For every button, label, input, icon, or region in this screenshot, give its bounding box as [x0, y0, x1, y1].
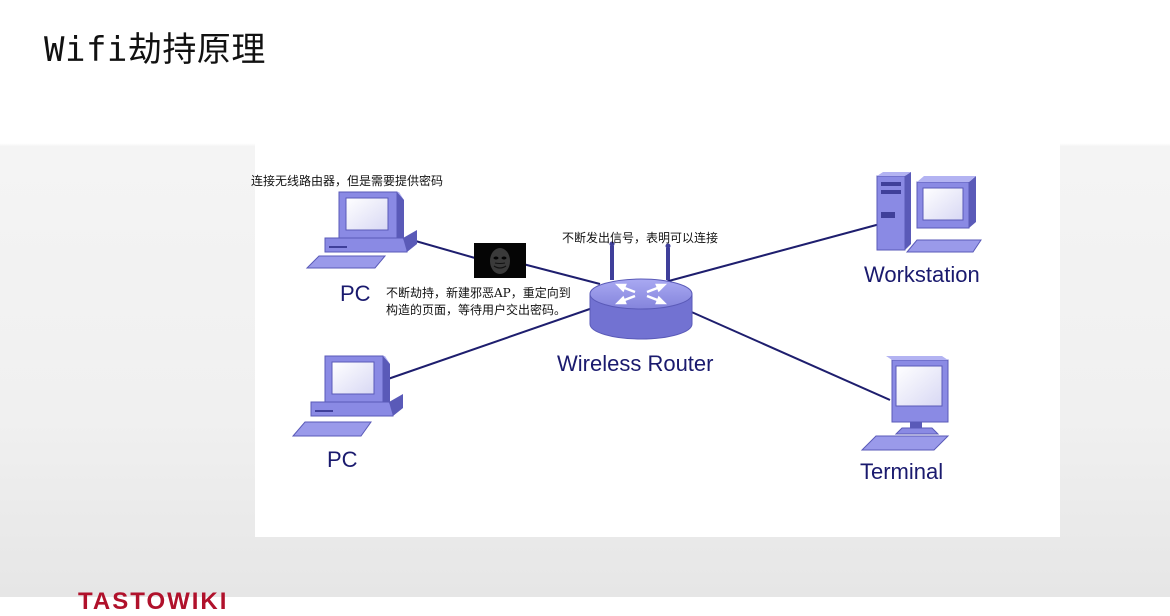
- footer-logo: TASTOWIKI: [78, 588, 229, 615]
- note-connect: 连接无线路由器，但是需要提供密码: [251, 174, 444, 188]
- note-signal: 不断发出信号，表明可以连接: [562, 231, 719, 245]
- links: [384, 223, 891, 401]
- link-router-terminal: [686, 309, 891, 401]
- link-pc-bottom-router: [384, 301, 611, 381]
- pc-bottom-icon: [291, 355, 403, 437]
- pc-top-label: PC: [340, 281, 371, 306]
- terminal-label: Terminal: [860, 459, 944, 484]
- pc-top-icon: [305, 191, 417, 269]
- workstation-icon: [876, 172, 982, 253]
- diagram-canvas: [291, 172, 982, 451]
- router-label: Wireless Router: [557, 351, 714, 376]
- anonymous-mask-icon: [474, 243, 526, 278]
- link-attacker-router: [522, 263, 601, 285]
- link-router-workstation: [664, 223, 881, 283]
- network-diagram: PC PC Wireless Router Workstation Termin…: [251, 142, 1060, 537]
- workstation-label: Workstation: [864, 262, 980, 287]
- pc-bottom-label: PC: [327, 447, 358, 472]
- terminal-icon: [860, 356, 950, 451]
- note-hijack: 不断劫持，新建邪恶AP，重定向到构造的页面，等待用户交出密码。: [386, 286, 571, 317]
- wireless-router-icon: [589, 241, 693, 340]
- slide-title: Wifi劫持原理: [44, 30, 266, 70]
